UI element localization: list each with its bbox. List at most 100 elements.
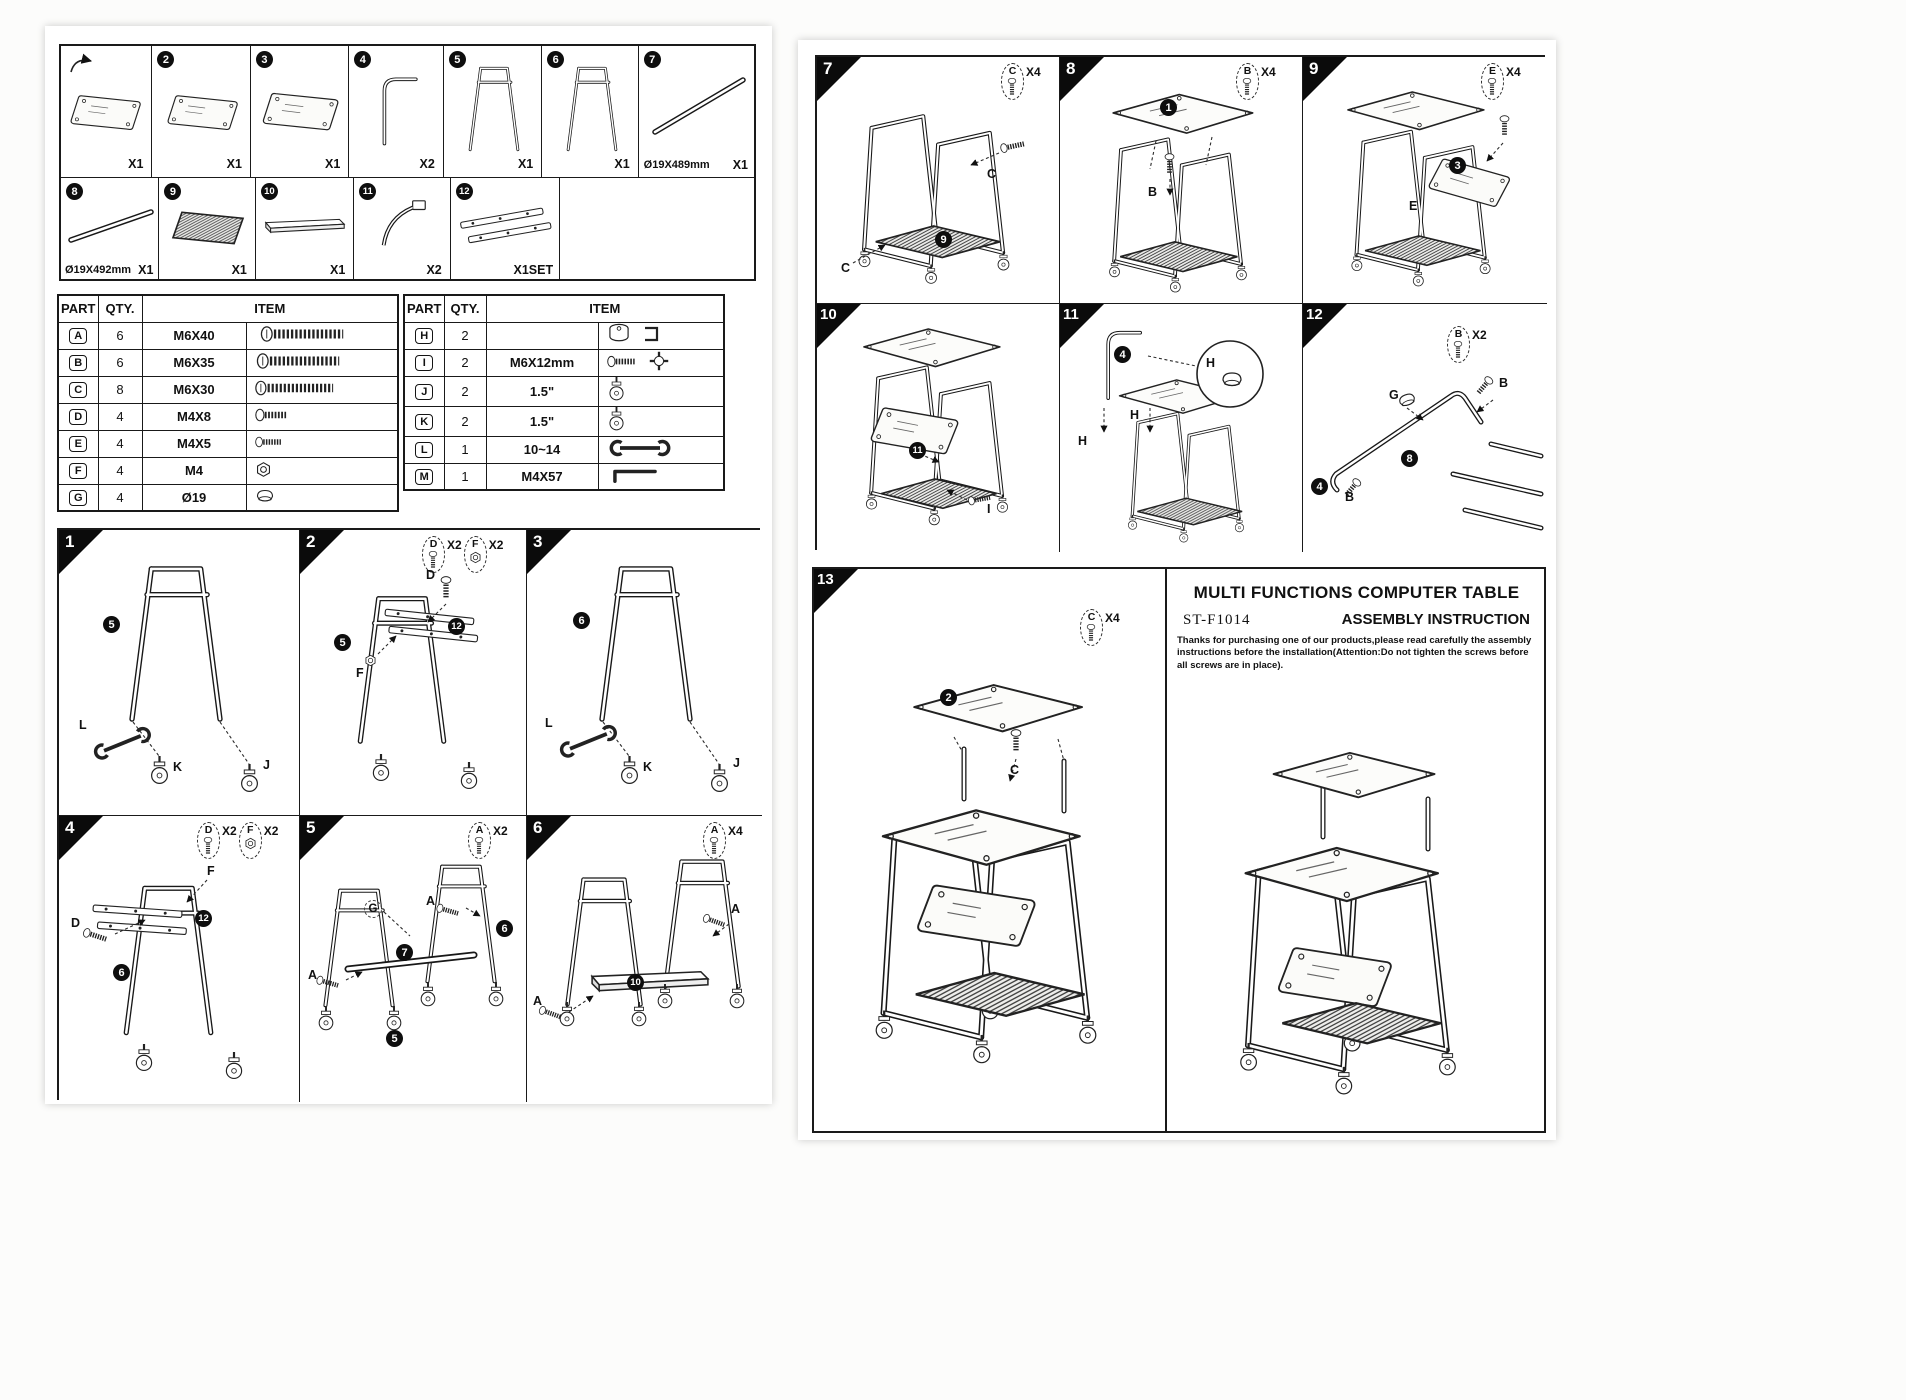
hw-qty: 4 bbox=[97, 402, 143, 431]
step-2-diagram bbox=[300, 530, 484, 790]
hardware-callout: B X2 bbox=[1447, 326, 1487, 363]
long-screw-icon bbox=[255, 326, 355, 342]
step-12-diagram bbox=[1330, 304, 1544, 531]
step-number: 6 bbox=[533, 818, 543, 837]
hardware-table-a-g: PART QTY. ITEM A 6 M6X40 B 6 M6X35 C 8 M… bbox=[57, 294, 399, 512]
callout-letter: F bbox=[246, 824, 254, 836]
hw-qty: 2 bbox=[443, 375, 487, 407]
part-letter: I bbox=[415, 355, 434, 371]
long-screw-icon bbox=[255, 380, 339, 396]
part-letter: E bbox=[69, 436, 88, 452]
part-number-badge: 11 bbox=[359, 183, 377, 200]
hw-qty: 4 bbox=[97, 456, 143, 485]
callout-qty: X4 bbox=[728, 824, 743, 838]
hardware-callout: D X2 F X2 bbox=[197, 822, 278, 859]
nut-label: F bbox=[207, 864, 215, 878]
page-right: 7 C X4 C C 9 8 B X4 bbox=[798, 40, 1556, 1140]
purchase-note: Thanks for purchasing one of our product… bbox=[1177, 635, 1532, 671]
screw-label: A bbox=[731, 902, 741, 916]
callout-qty: X4 bbox=[1026, 65, 1041, 79]
step-13-diagram bbox=[814, 684, 1166, 1131]
model-number: ST-F1014 bbox=[1183, 612, 1251, 628]
hw-row-k: K 2 1.5" bbox=[403, 405, 725, 437]
caster-label: J bbox=[733, 756, 740, 770]
screw-label: D bbox=[71, 916, 81, 930]
screw-label: A bbox=[533, 994, 543, 1008]
part-badge: 12 bbox=[448, 618, 465, 635]
part-badge: 3 bbox=[1449, 157, 1466, 174]
hw-row-d: D 4 M4X8 bbox=[57, 402, 399, 431]
step-panel-4: 4 D X2 F X2 F D 12 6 bbox=[59, 816, 300, 1102]
side-frame-icon bbox=[468, 66, 520, 152]
hw-item: Ø19 bbox=[141, 483, 247, 512]
hw-qty: 2 bbox=[443, 321, 487, 350]
step-panel-6: 6 A X4 A 10 A bbox=[527, 816, 762, 1102]
hardware-callout: A X2 bbox=[468, 822, 508, 859]
hw-header-row: PART QTY. ITEM bbox=[403, 294, 725, 323]
assembly-steps-1-6: 1 5 L K J 2 D X2 F X2 bbox=[57, 528, 762, 1102]
glass-panel-icon bbox=[167, 95, 239, 131]
part-badge: 2 bbox=[940, 689, 957, 706]
step-corner-triangle bbox=[300, 816, 344, 860]
hw-item: M6X40 bbox=[141, 321, 247, 350]
part-cell-8: 8 Ø19X492mm X1 bbox=[61, 178, 160, 281]
part-number-badge: 9 bbox=[164, 183, 182, 200]
hw-row-e: E 4 M4X5 bbox=[57, 429, 399, 458]
parts-row-2: 8 Ø19X492mm X1 9 X1 10 X1 11 bbox=[61, 178, 754, 281]
step-11-diagram bbox=[1100, 330, 1264, 552]
callout-qty: X2 bbox=[493, 824, 508, 838]
step-panel-11: 11 4 H H H bbox=[1060, 304, 1303, 552]
step-6-diagram bbox=[527, 816, 745, 1027]
step-number: 1 bbox=[65, 532, 75, 551]
parts-filler-cell bbox=[560, 178, 754, 281]
step-9-diagram bbox=[1347, 91, 1512, 304]
col-part: PART bbox=[57, 294, 99, 323]
screw-icon bbox=[1086, 624, 1098, 644]
callout-qty: X4 bbox=[1105, 611, 1120, 625]
screw-label: C bbox=[841, 261, 851, 275]
step-number: 13 bbox=[817, 571, 834, 588]
part-badge: 7 bbox=[396, 944, 413, 961]
callout-letter: E bbox=[1488, 65, 1496, 77]
hw-qty: 8 bbox=[97, 375, 143, 404]
part-cell-11: 11 X2 bbox=[354, 178, 451, 281]
hw-qty: 4 bbox=[97, 483, 143, 512]
nut-icon bbox=[256, 461, 270, 477]
bottom-block: 13 C X4 2 C MULTI FUNCT bbox=[812, 567, 1546, 1133]
callout-oval: D bbox=[422, 536, 445, 573]
screw-and-cam-icon bbox=[607, 351, 669, 371]
hw-qty: 2 bbox=[443, 348, 487, 377]
hardware-table-h-m: PART QTY. ITEM H 2 I 2 M6X12mm J 2 1.5" … bbox=[403, 294, 725, 491]
hw-header-row: PART QTY. ITEM bbox=[57, 294, 399, 323]
part-letter: A bbox=[69, 328, 88, 344]
hw-row-c: C 8 M6X30 bbox=[57, 375, 399, 404]
part-badge: 4 bbox=[1114, 346, 1131, 363]
callout-letter: C bbox=[1008, 65, 1017, 77]
callout-oval: A bbox=[703, 822, 726, 859]
screw-label: B bbox=[1345, 490, 1355, 504]
step-panel-10: 10 11 I bbox=[817, 304, 1060, 552]
slide-rails-icon bbox=[459, 206, 552, 245]
caster-label: K bbox=[643, 760, 653, 774]
part-badge: 1 bbox=[1160, 99, 1177, 116]
callout-oval: B bbox=[1447, 326, 1470, 363]
rod-icon bbox=[68, 209, 154, 243]
col-item: ITEM bbox=[485, 294, 725, 323]
hw-qty: 4 bbox=[97, 429, 143, 458]
step-corner-triangle bbox=[1303, 304, 1347, 348]
glass-panel-icon bbox=[262, 92, 339, 131]
part-qty: X1 bbox=[517, 157, 534, 171]
part-cell-9: 9 X1 bbox=[159, 178, 256, 281]
part-cell-6: 6 X1 bbox=[542, 46, 639, 177]
callout-qty: X4 bbox=[1506, 65, 1521, 79]
part-number-badge: 8 bbox=[66, 183, 83, 200]
col-qty: QTY. bbox=[443, 294, 487, 323]
step-corner-triangle bbox=[59, 530, 103, 574]
callout-oval: C bbox=[1001, 63, 1024, 100]
short-screw-icon bbox=[255, 435, 285, 449]
final-assembly-diagram bbox=[1183, 751, 1533, 1127]
hw-row-l: L 1 10~14 bbox=[403, 435, 725, 464]
part-number-badge: 12 bbox=[455, 183, 473, 200]
caster-label: K bbox=[173, 760, 183, 774]
hardware-callout: E X4 bbox=[1481, 63, 1521, 100]
